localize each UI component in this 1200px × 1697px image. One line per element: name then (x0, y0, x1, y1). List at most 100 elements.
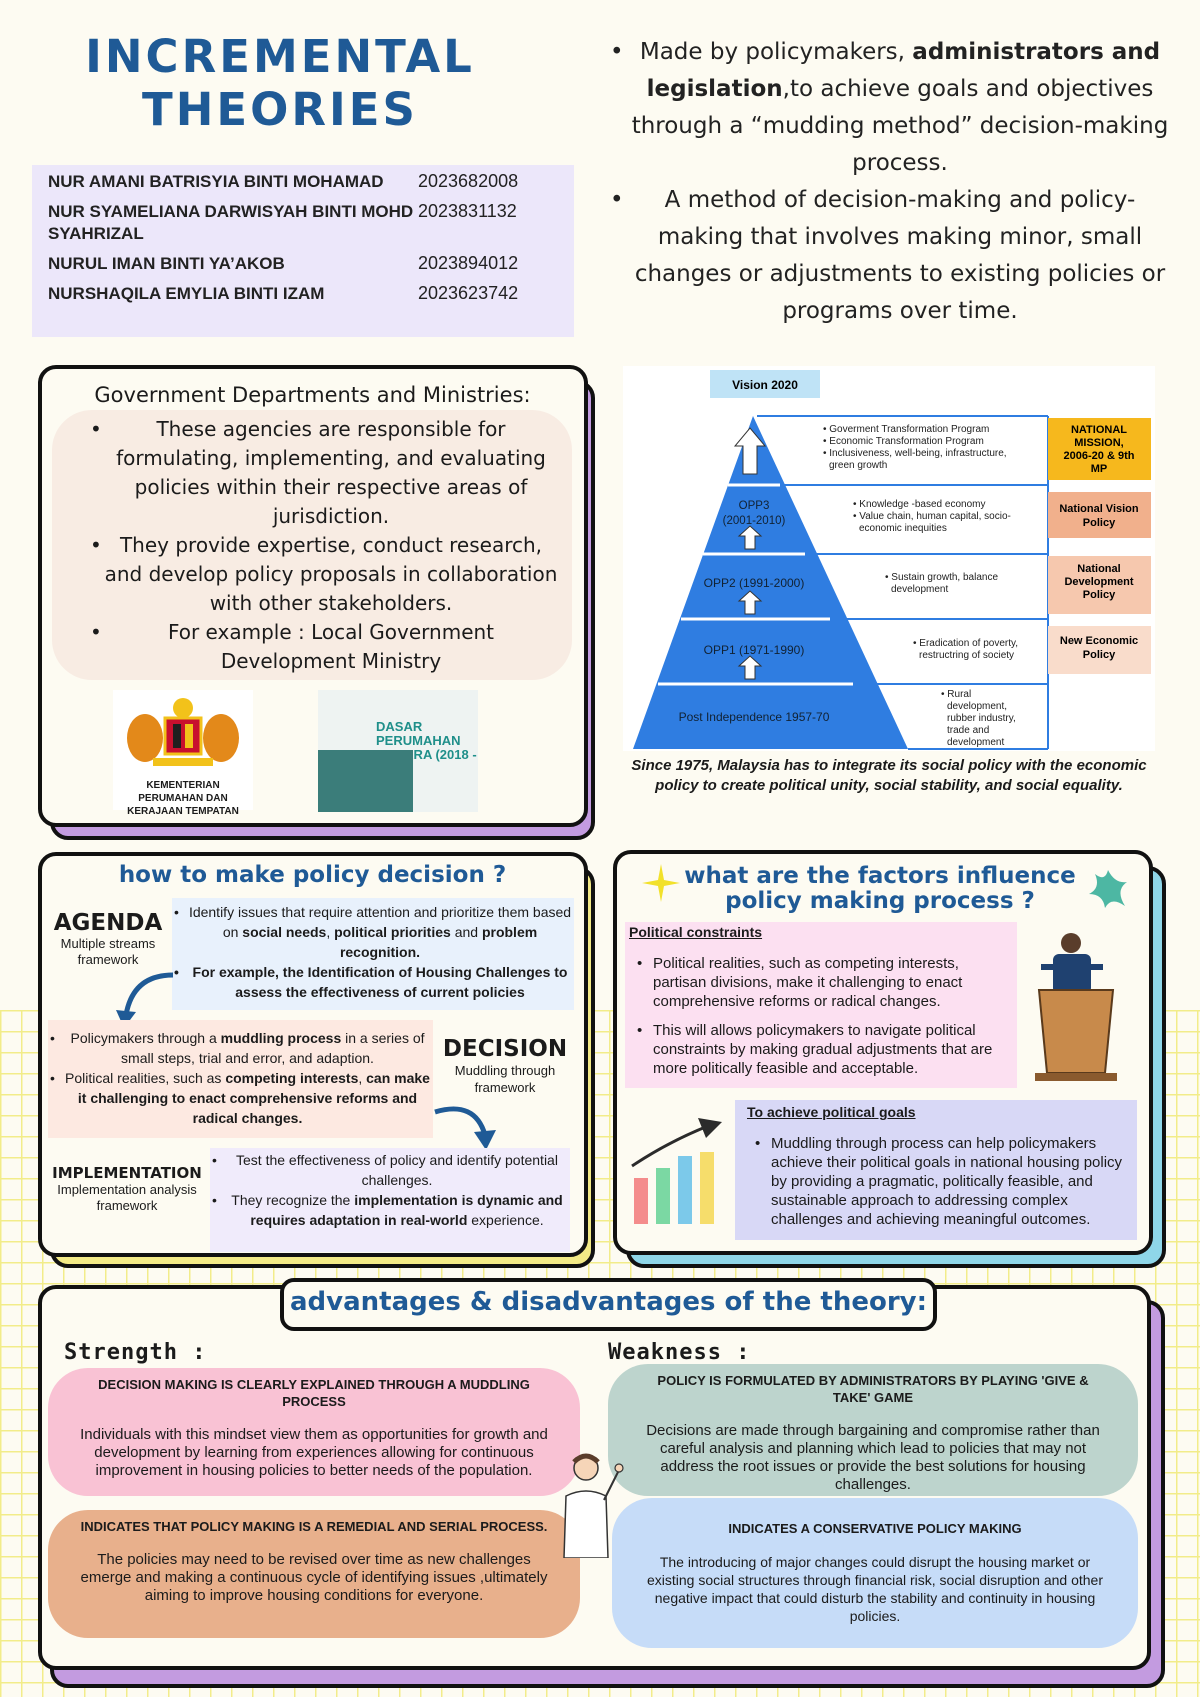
implementation-bullets: Test the effectiveness of policy and ide… (210, 1148, 570, 1252)
agenda-bullet: Identify issues that require attention a… (172, 902, 574, 962)
pyramid-caption: Since 1975, Malaysia has to integrate it… (631, 757, 1147, 794)
agenda-bullets: Identify issues that require attention a… (172, 898, 574, 1010)
weakness-1-title: POLICY IS FORMULATED BY ADMINISTRATORS B… (657, 1373, 1089, 1405)
decision-bullets: Policymakers through a muddling process … (48, 1020, 433, 1138)
adv-heading: advantages & disadvantages of the theory… (290, 1287, 927, 1317)
up-arrow-icon (733, 427, 767, 475)
member-id: 2023623742 (418, 283, 519, 303)
decision-subtitle: Muddling through framework (454, 1063, 556, 1095)
pyramid-note: economic inequities (859, 523, 947, 534)
pyramid-level-label: Post Independence 1957-70 (679, 710, 830, 724)
strength-2: INDICATES THAT POLICY MAKING IS A REMEDI… (48, 1510, 580, 1638)
policy-box-label: MP (1091, 463, 1108, 475)
pyramid-note: green growth (829, 460, 887, 471)
gov-heading: Government Departments and Ministries: (94, 383, 531, 407)
curved-arrow-icon (434, 1106, 496, 1150)
policy-box-label: NATIONAL (1071, 424, 1127, 436)
agenda-subtitle: Multiple streams framework (60, 936, 156, 967)
policy-box-label: National Vision (1059, 503, 1139, 515)
pyramid-note: trade and (947, 725, 989, 736)
policy-box-label: New Economic (1060, 635, 1138, 647)
member-row: NURUL IMAN BINTI YA’AKOB 2023894012 (48, 253, 558, 275)
weakness-2: INDICATES A CONSERVATIVE POLICY MAKING T… (612, 1498, 1138, 1648)
member-id: 2023894012 (418, 253, 519, 273)
gov-bullet: They provide expertise, conduct research… (80, 531, 560, 618)
implementation-subtitle: Implementation analysis framework (57, 1182, 197, 1213)
up-arrow-icon (737, 590, 763, 615)
strength-1-title: DECISION MAKING IS CLEARLY EXPLAINED THR… (98, 1377, 530, 1409)
pyramid-note: • Goverment Transformation Program (823, 424, 989, 435)
pyramid-chart: Vision 2020 OPP3 (2001-2010) OPP2 (1991-… (633, 370, 1151, 750)
constraint-bullet: This will allows policymakers to navigat… (629, 1021, 1013, 1078)
pyramid-note: rubber industry, (947, 713, 1016, 724)
member-row: NUR SYAMELIANA DARWISYAH BINTI MOHD SYAH… (48, 201, 558, 245)
goal-bullet: Muddling through process can help policy… (747, 1134, 1125, 1229)
ministry-logo: KEMENTERIAN PERUMAHAN DAN KERAJAAN TEMPA… (113, 690, 253, 817)
pyramid-note: • Value chain, human capital, socio- (853, 511, 1011, 522)
member-name: NURSHAQILA EMYLIA BINTI IZAM (48, 284, 325, 303)
intro-bullet: A method of decision-making and policy-m… (610, 182, 1170, 330)
member-id: 2023682008 (418, 171, 519, 191)
member-row: NURSHAQILA EMYLIA BINTI IZAM 2023623742 (48, 283, 558, 305)
gov-bullets: These agencies are responsible for formu… (80, 415, 560, 676)
person-pointing-icon (563, 1453, 624, 1558)
coat-of-arms-icon (127, 698, 239, 766)
member-name: NURUL IMAN BINTI YA’AKOB (48, 254, 285, 273)
intro-bullet: Made by policymakers, administrators and… (610, 34, 1170, 182)
decision-label: DECISION Muddling through framework (440, 1036, 570, 1096)
adv-heading-box (280, 1278, 937, 1331)
political-goals-title: To achieve political goals (747, 1104, 916, 1120)
pyramid-note: • Sustain growth, balance (885, 572, 998, 583)
pyramid-note: • Economic Transformation Program (823, 436, 984, 447)
policy-box-label: National (1077, 563, 1120, 575)
agenda-label: AGENDA Multiple streams framework (48, 910, 168, 968)
weakness-2-title: INDICATES A CONSERVATIVE POLICY MAKING (728, 1521, 1022, 1536)
pyramid-note: development, (947, 701, 1007, 712)
ministry-logo-text: KEMENTERIAN PERUMAHAN DAN KERAJAAN TEMPA… (127, 780, 239, 817)
implementation-bullet: Test the effectiveness of policy and ide… (210, 1150, 570, 1190)
pyramid-level-label: OPP2 (1991-2000) (704, 576, 805, 590)
pyramid-level-label: OPP3 (739, 500, 770, 512)
building-image (318, 750, 413, 812)
strength-1-body: Individuals with this mindset view them … (80, 1426, 548, 1479)
political-constraints-title: Political constraints (629, 924, 763, 940)
strength-2-body: The policies may need to be revised over… (80, 1551, 548, 1604)
policy-box-label: MISSION, (1074, 437, 1124, 449)
policy-box-label: Policy (1083, 649, 1116, 661)
pyramid-note: • Eradication of poverty, (913, 638, 1018, 649)
decision-bullet: Political realities, such as competing i… (48, 1068, 433, 1128)
pyramid-figure: Vision 2020 OPP3 (2001-2010) OPP2 (1991-… (623, 366, 1155, 751)
gov-bullet: For example : Local Government Developme… (80, 618, 560, 676)
growth-chart-icon (631, 1118, 722, 1224)
page-title: INCREMENTAL THEORIES (85, 30, 475, 136)
dasar-logo: DASAR PERUMAHAN NEGARA (2018 - 2025) (318, 690, 478, 812)
up-arrow-icon (737, 525, 763, 550)
speaker-podium-icon (1035, 933, 1117, 1081)
policy-box-label: 2006-20 & 9th (1064, 450, 1135, 462)
member-id: 2023831132 (418, 201, 517, 221)
implementation-label: IMPLEMENTATION Implementation analysis f… (52, 1164, 202, 1214)
up-arrow-icon (737, 655, 763, 680)
policy-box-label: Policy (1083, 589, 1116, 601)
constraint-bullet: Political realities, such as competing i… (629, 954, 1013, 1011)
political-constraints-box: Political constraints Political realitie… (625, 922, 1017, 1088)
agenda-title: AGENDA (53, 910, 163, 936)
sparkle-icon (642, 864, 680, 902)
pyramid-note: development (947, 737, 1004, 748)
political-goals-box: To achieve political goals Muddling thro… (735, 1100, 1137, 1240)
squiggle-icon (1089, 870, 1127, 908)
pyramid-note: • Knowledge -based economy (853, 499, 985, 510)
policy-box-label: Development (1064, 576, 1133, 588)
pyramid-level-label: OPP1 (1971-1990) (704, 643, 805, 657)
weakness-2-body: The introducing of major changes could d… (646, 1554, 1103, 1624)
weakness-label: Weakness : (608, 1340, 751, 1365)
decision-title: DECISION (442, 1036, 568, 1062)
weakness-1-body: Decisions are made through bargaining an… (646, 1422, 1100, 1493)
political-goals-bullets: Muddling through process can help policy… (747, 1134, 1125, 1229)
implementation-title: IMPLEMENTATION (52, 1164, 202, 1182)
weakness-1: POLICY IS FORMULATED BY ADMINISTRATORS B… (608, 1364, 1138, 1496)
intro-list: Made by policymakers, administrators and… (610, 34, 1170, 330)
pyramid-note: restructring of society (919, 650, 1014, 661)
how-heading: how to make policy decision ? (118, 862, 507, 888)
